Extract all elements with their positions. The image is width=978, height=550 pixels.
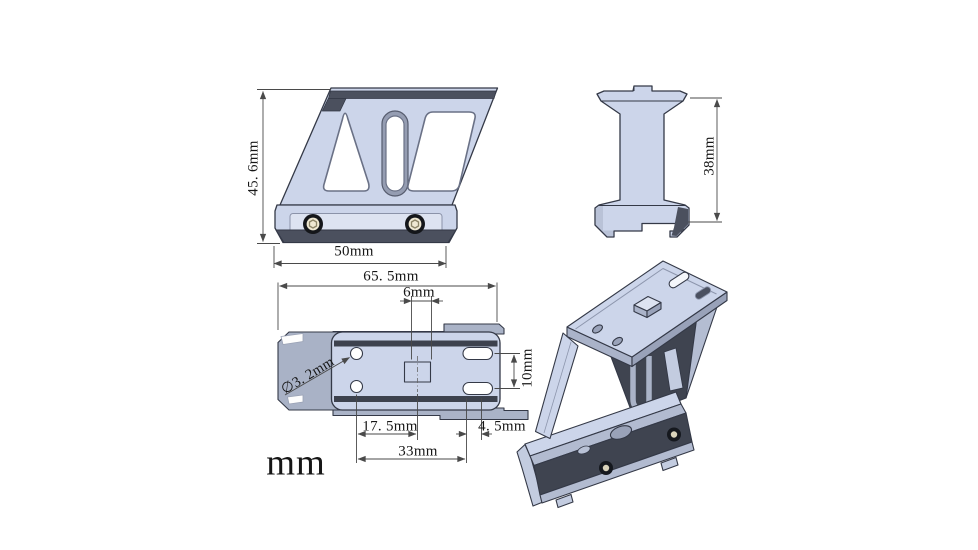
hole-to-slot-dimension-label: 33mm [398,443,438,460]
front-height-dimension-label: 38mm [701,136,718,176]
top-view-dimension-lines [277,282,520,463]
hole-to-center-dimension-label: 17. 5mm [362,418,418,435]
slot-edge-dimension-label: 4. 5mm [478,418,526,435]
slot-spacing-dimension-label: 10mm [519,348,536,388]
top-view-drawing [277,282,529,463]
front-view-drawing [594,85,722,238]
unit-label: mm [266,442,326,484]
top-boss-width-dimension-label: 6mm [403,284,435,301]
side-view-drawing [257,87,499,268]
front-view-part [594,85,690,238]
rail-screw [303,214,323,234]
front-view-dimension-lines [688,97,722,223]
side-height-dimension-label: 45. 6mm [245,140,262,196]
top-view-part [277,323,529,421]
side-width-dimension-label: 50mm [334,243,374,260]
side-view-dimension-lines [257,89,447,268]
isometric-view-drawing [516,260,728,509]
top-overall-width-dimension-label: 65. 5mm [363,268,419,285]
iso-view-part [516,260,728,509]
base-screw [667,427,681,442]
side-view-part [274,87,499,244]
rail-screw [405,214,425,234]
base-screw [599,461,613,475]
